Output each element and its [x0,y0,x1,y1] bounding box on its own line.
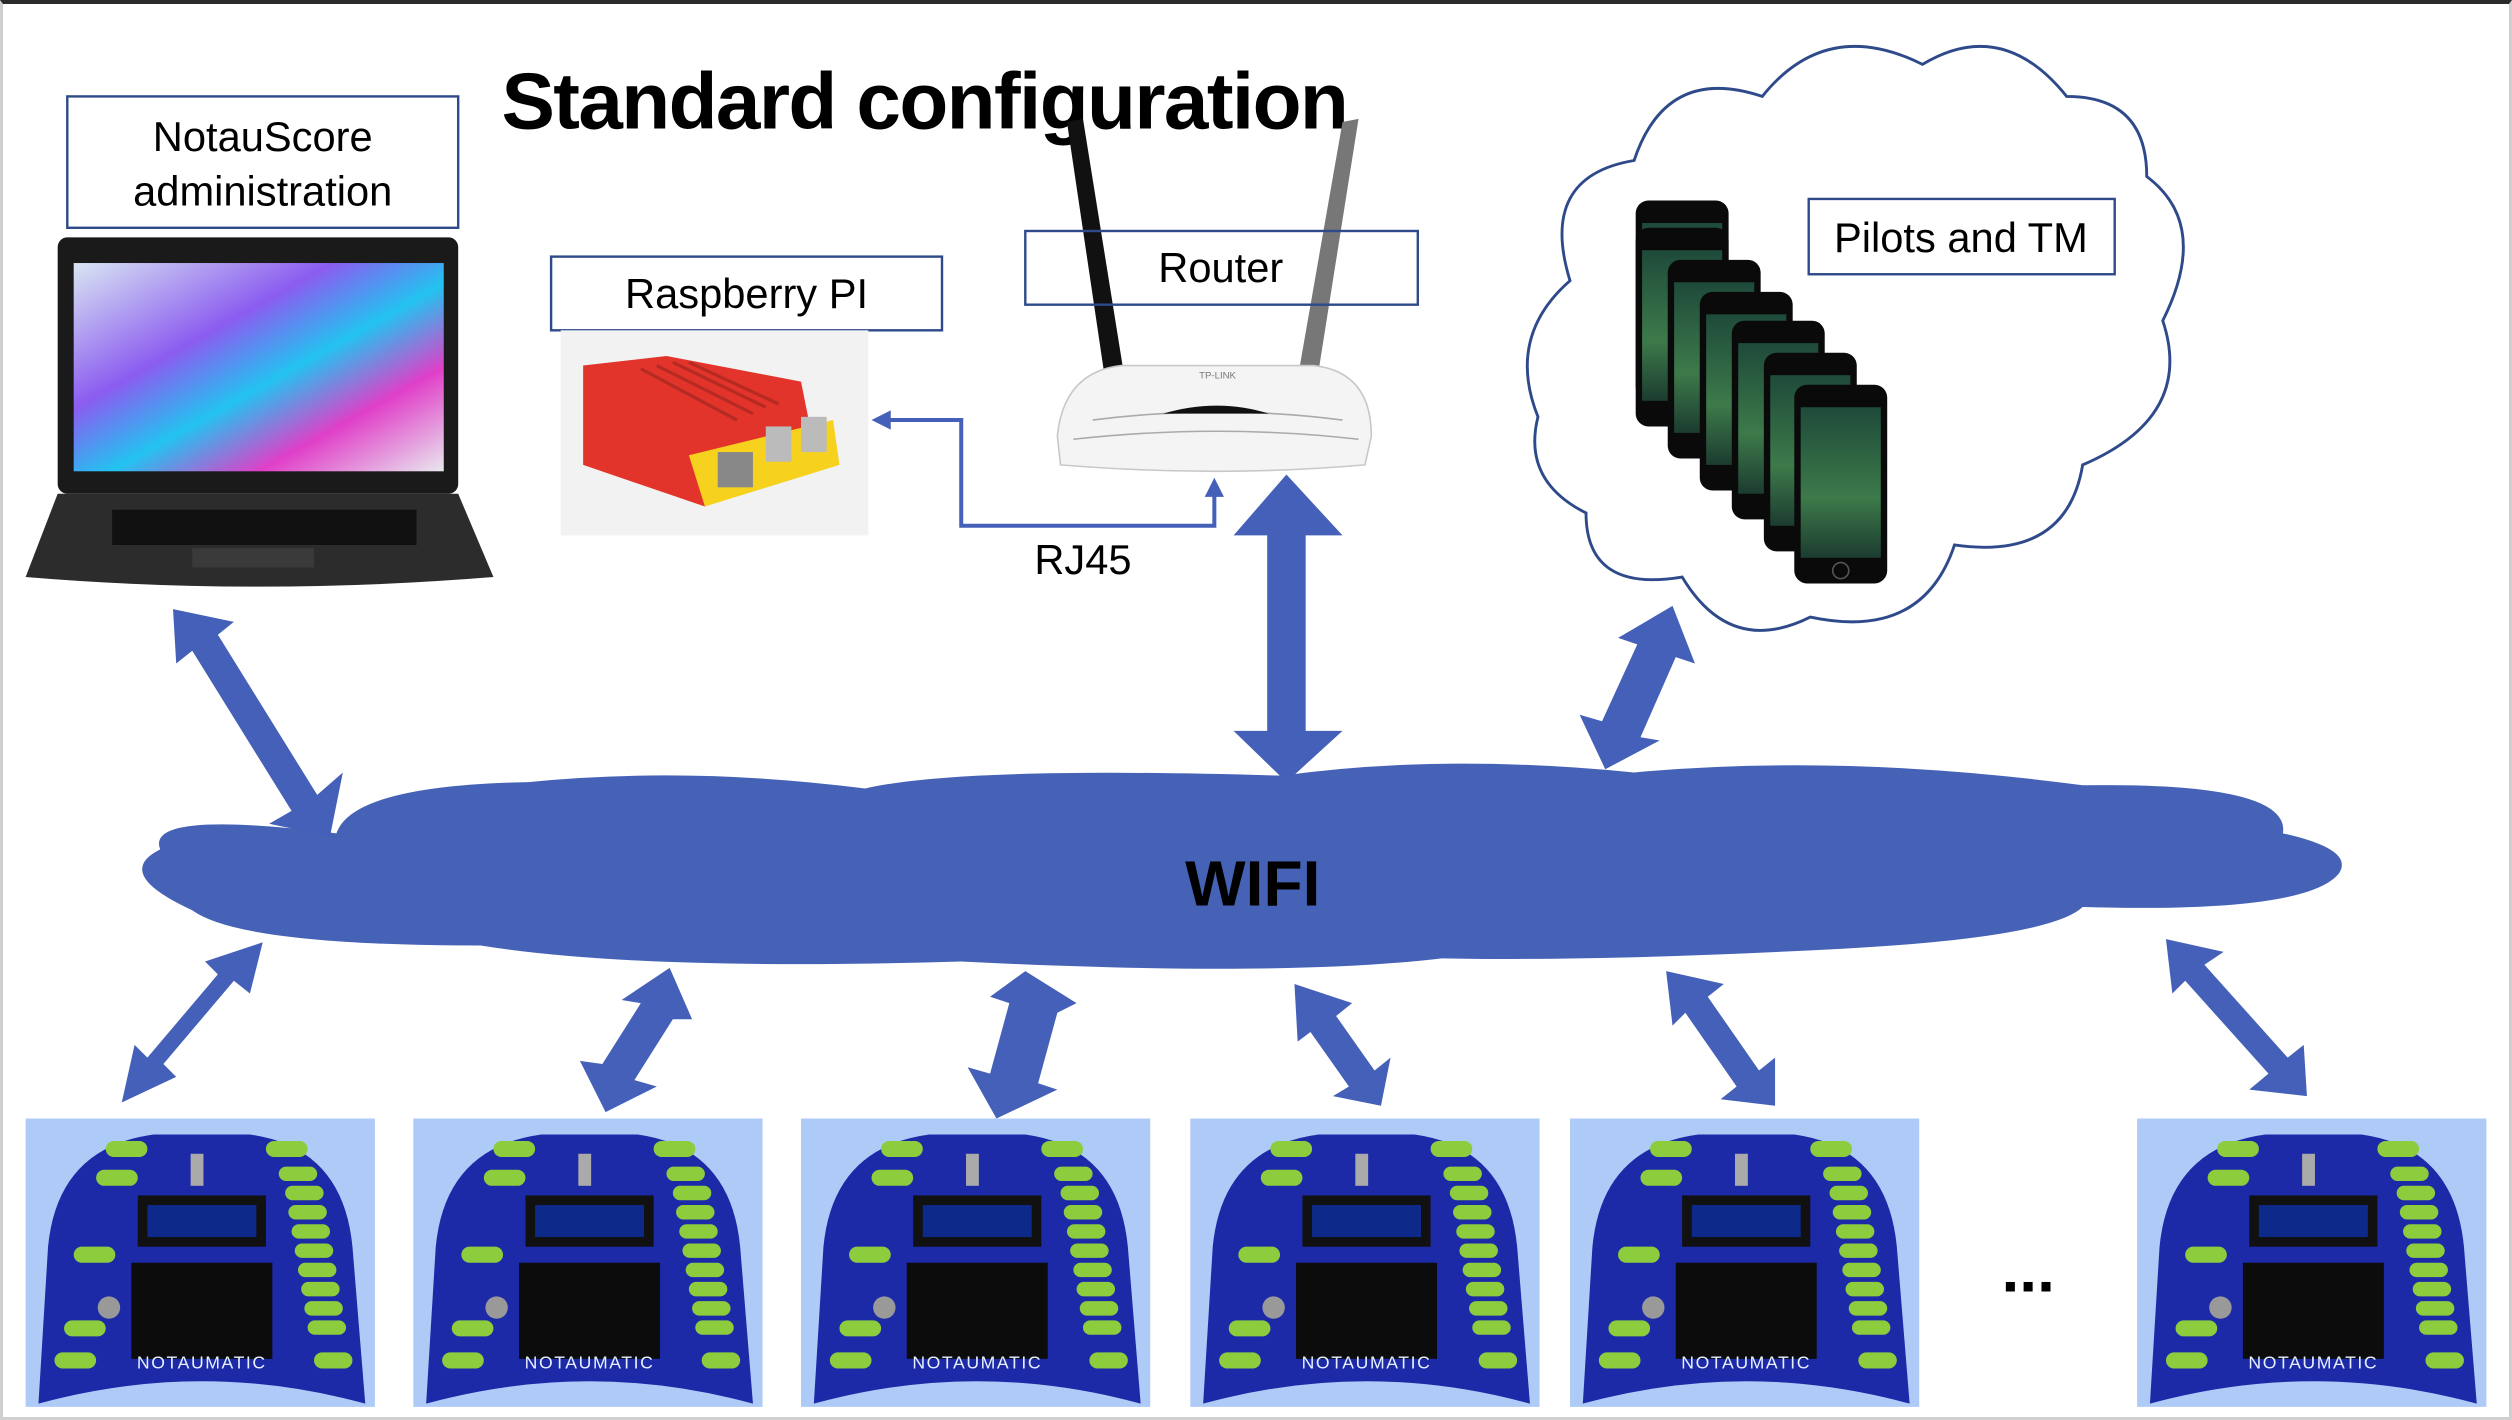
pilots-label-box [1807,197,2116,276]
router-label: Router [1158,244,1283,291]
page-title: Standard configuration [501,55,1347,145]
arrow-wifi-device2 [579,967,693,1113]
raspberry-label-box [549,255,944,332]
router-label-box [1024,229,1420,306]
raspberry-label: Raspberry PI [625,270,868,317]
router-brand: TP-LINK [1199,370,1236,381]
notaumatic-device [25,1118,375,1407]
arrow-wifi-device1 [121,942,263,1103]
arrow-wifi-device3 [967,971,1077,1119]
admin-label-box [66,95,460,229]
laptop-icon [25,237,494,587]
notaumatic-device [1570,1118,1920,1407]
admin-label-line1: NotauScore [153,113,373,160]
rj45-label: RJ45 [1034,536,1131,583]
pilots-cloud [1525,44,2185,632]
notaumatic-device [801,1118,1151,1407]
wifi-cloud [142,763,2342,969]
notaumatic-device [1190,1118,1540,1407]
ellipsis-more-devices: ... [2001,1234,2054,1306]
router-icon: TP-LINK [1056,118,1373,473]
admin-label-line2: administration [133,167,392,214]
arrow-router-wifi [1233,474,1343,783]
arrow-laptop-wifi [173,609,343,837]
arrow-wifi-device4 [1294,983,1391,1106]
connection-arrows [121,474,2307,1119]
raspberry-pi-icon [560,330,869,536]
notaumatic-device [2137,1118,2487,1407]
notaumatic-device [413,1118,763,1407]
pilots-label: Pilots and TM [1834,214,2088,261]
rj45-connector [871,410,1224,528]
wifi-label: WIFI [1185,847,1320,919]
arrow-phones-wifi [1579,605,1695,770]
arrow-wifi-device6 [2165,939,2307,1097]
arrow-wifi-device5 [1666,971,1776,1106]
